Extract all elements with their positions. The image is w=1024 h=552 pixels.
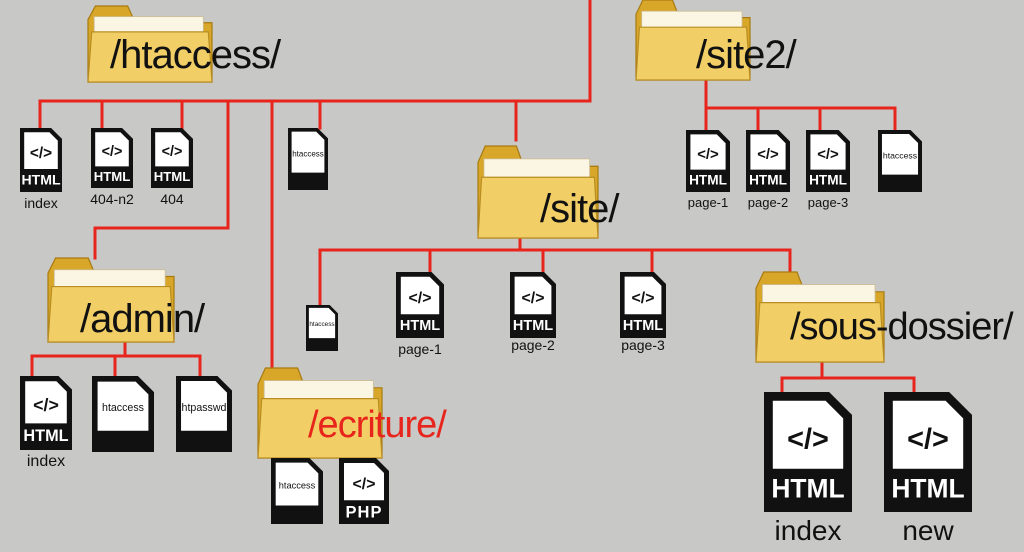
folder-label-admin: /admin/: [80, 297, 205, 341]
file-label-root-index: index: [24, 195, 58, 211]
htaccess-folder-icon[interactable]: [87, 5, 213, 83]
html-label: HTML: [809, 173, 847, 188]
file-type-label: htaccess: [292, 150, 324, 159]
php-label: PHP: [346, 503, 383, 521]
file-label-site2-page2: page-2: [747, 195, 789, 210]
site-folder-icon[interactable]: [477, 145, 599, 239]
html-symbol: </>: [409, 290, 432, 307]
sous-new-html-icon[interactable]: </> HTML: [884, 392, 972, 512]
html-symbol: </>: [817, 147, 839, 163]
file-label-root-404: 404: [160, 191, 184, 207]
file-label-site-page1: page-1: [398, 341, 442, 357]
html-symbol: </>: [787, 423, 829, 455]
php-symbol: </>: [353, 476, 376, 493]
file-label-root-404n2: 404-n2: [90, 191, 134, 207]
html-label: HTML: [154, 169, 191, 184]
admin-folder-icon[interactable]: [47, 257, 175, 343]
folder-label-htaccess: /htaccess/: [110, 33, 281, 77]
file-label-site-page2: page-2: [511, 337, 555, 353]
html-label: HTML: [623, 318, 663, 334]
site-page1-html-icon[interactable]: </> HTML: [396, 272, 444, 338]
ecriture-folder-icon[interactable]: [257, 367, 383, 459]
file-type-label: htpasswd: [182, 402, 227, 414]
html-symbol: </>: [30, 145, 52, 162]
html-symbol: </>: [162, 144, 183, 160]
html-label: HTML: [891, 474, 964, 504]
file-type-label: htaccess: [883, 151, 918, 161]
folder-label-ecriture: /ecriture/: [308, 404, 447, 446]
file-label-sous-index: index: [774, 515, 842, 546]
admin-index-html-icon[interactable]: </> HTML: [20, 376, 72, 450]
folder-label-sous-dossier: /sous-dossier/: [790, 306, 1014, 348]
site2-page2-html-icon[interactable]: </> HTML: [746, 130, 790, 192]
file-label-sous-new: new: [902, 515, 954, 546]
html-label: HTML: [94, 169, 131, 184]
root-404-html-icon[interactable]: </> HTML: [151, 128, 193, 188]
file-type-label: htaccess: [102, 402, 144, 414]
html-label: HTML: [23, 427, 68, 445]
site2-folder-icon[interactable]: [635, 0, 751, 81]
html-symbol: </>: [697, 147, 719, 163]
site-htaccess-file-icon[interactable]: htaccess: [306, 305, 338, 351]
site2-htaccess-file-icon[interactable]: htaccess: [878, 130, 922, 192]
file-label-admin-index: index: [26, 453, 66, 470]
html-symbol: </>: [632, 290, 655, 307]
html-label: HTML: [21, 171, 60, 187]
file-type-label: htaccess: [309, 321, 334, 328]
html-label: HTML: [400, 318, 440, 334]
admin-htaccess-file-icon[interactable]: htaccess: [92, 376, 154, 452]
admin-htpasswd-file-icon[interactable]: htpasswd: [176, 376, 232, 452]
folder-label-site: /site/: [540, 187, 619, 231]
ecriture-htaccess-file-icon[interactable]: htaccess: [271, 458, 323, 524]
html-symbol: </>: [102, 144, 123, 160]
folder-label-site2: /site2/: [696, 33, 797, 77]
html-symbol: </>: [33, 395, 59, 415]
sous-index-html-icon[interactable]: </> HTML: [764, 392, 852, 512]
html-label: HTML: [771, 474, 844, 504]
connector-lines: [30, 0, 916, 394]
file-type-label: htaccess: [279, 480, 316, 490]
html-symbol: </>: [522, 290, 545, 307]
html-label: HTML: [749, 173, 787, 188]
sous-dossier-folder-icon[interactable]: [755, 271, 885, 363]
site-page3-html-icon[interactable]: </> HTML: [620, 272, 666, 338]
file-label-site-page3: page-3: [621, 337, 665, 353]
file-label-site2-page3: page-3: [807, 195, 849, 210]
site2-page1-html-icon[interactable]: </> HTML: [686, 130, 730, 192]
html-symbol: </>: [757, 147, 779, 163]
site2-page3-html-icon[interactable]: </> HTML: [806, 130, 850, 192]
root-404n2-html-icon[interactable]: </> HTML: [91, 128, 133, 188]
html-symbol: </>: [907, 423, 949, 455]
file-label-site2-page1: page-1: [687, 195, 729, 210]
html-label: HTML: [689, 173, 727, 188]
html-label: HTML: [513, 318, 553, 334]
root-index-html-icon[interactable]: </> HTML: [20, 128, 62, 192]
site-page2-html-icon[interactable]: </> HTML: [510, 272, 556, 338]
root-htaccess-file-icon[interactable]: htaccess: [288, 128, 328, 190]
ecriture-php-php-icon[interactable]: </> PHP: [339, 458, 389, 524]
